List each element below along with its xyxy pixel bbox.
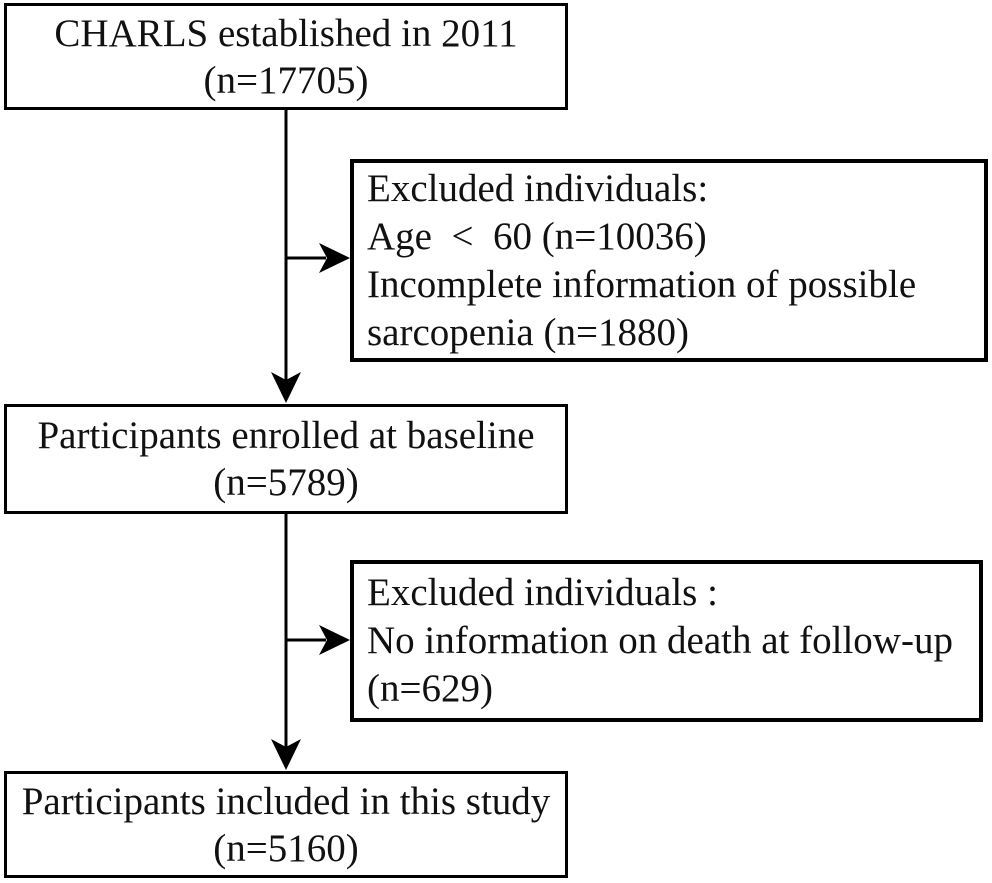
box-text-line: Age < 60 (n=10036) xyxy=(367,214,707,258)
box-participants-included: Participants included in this study (n=5… xyxy=(4,771,568,878)
box-count-line: (n=5789) xyxy=(213,461,359,504)
arrow-right-icon xyxy=(319,243,350,273)
box-count-line: (n=17705) xyxy=(203,58,369,102)
box-text-line: Participants included in this study xyxy=(21,779,551,823)
box-text-line: Excluded individuals : xyxy=(367,571,718,614)
box-charls-established: CHARLS established in 2011 (n=17705) xyxy=(4,3,568,110)
box-text-line: No information on death at follow-up xyxy=(367,619,953,662)
box-excluded-baseline: Excluded individuals: Age < 60 (n=10036)… xyxy=(350,159,988,362)
box-count-line: (n=629) xyxy=(367,667,493,710)
box-text-line: sarcopenia (n=1880) xyxy=(367,310,689,354)
box-text-line: CHARLS established in 2011 xyxy=(54,11,518,55)
box-text-line: Excluded individuals: xyxy=(367,166,709,210)
box-text-line: Incomplete information of possible xyxy=(367,262,917,306)
box-participants-enrolled: Participants enrolled at baseline (n=578… xyxy=(4,404,568,514)
arrow-right-icon xyxy=(319,625,350,655)
box-count-line: (n=5160) xyxy=(213,826,359,870)
box-text-line: Participants enrolled at baseline xyxy=(37,414,535,457)
box-excluded-followup: Excluded individuals : No information on… xyxy=(350,560,983,722)
arrow-down-icon xyxy=(271,739,301,770)
arrow-down-icon xyxy=(271,372,301,403)
